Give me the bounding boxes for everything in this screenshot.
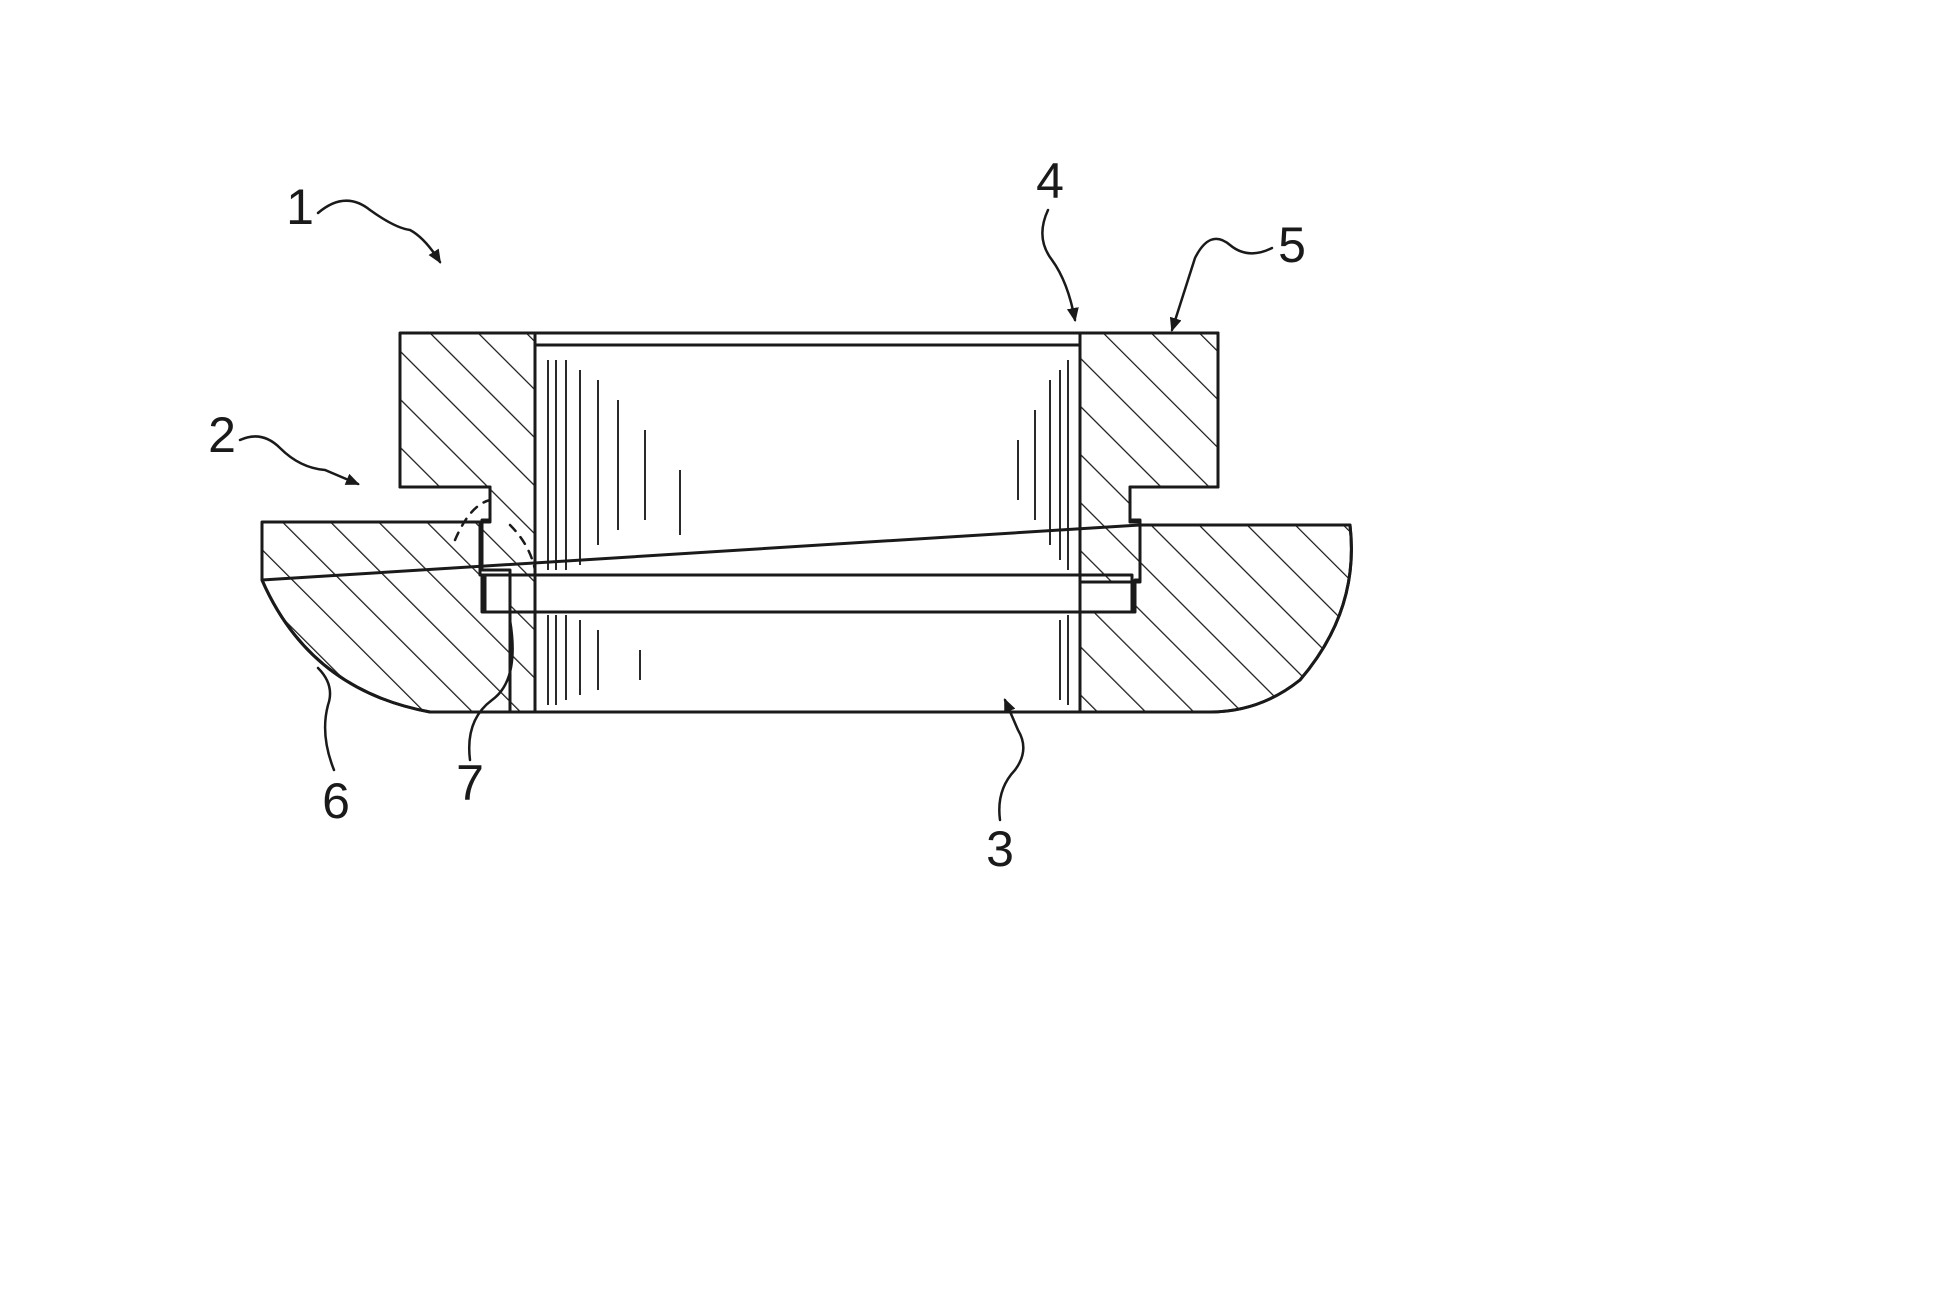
leader-1: [318, 201, 440, 262]
locking-ring: [482, 575, 1132, 612]
leader-3: [999, 700, 1023, 820]
leader-6: [318, 668, 334, 770]
leader-4: [1042, 210, 1075, 320]
label-5: 5: [1278, 217, 1306, 273]
label-6: 6: [322, 773, 350, 829]
label-7: 7: [456, 755, 484, 811]
leader-5: [1172, 239, 1272, 330]
central-bore: [535, 333, 1080, 712]
label-3: 3: [986, 821, 1014, 877]
leader-2: [240, 436, 358, 484]
label-2: 2: [208, 407, 236, 463]
label-1: 1: [286, 179, 314, 235]
base-left-section: [262, 522, 510, 712]
label-4: 4: [1036, 153, 1064, 209]
